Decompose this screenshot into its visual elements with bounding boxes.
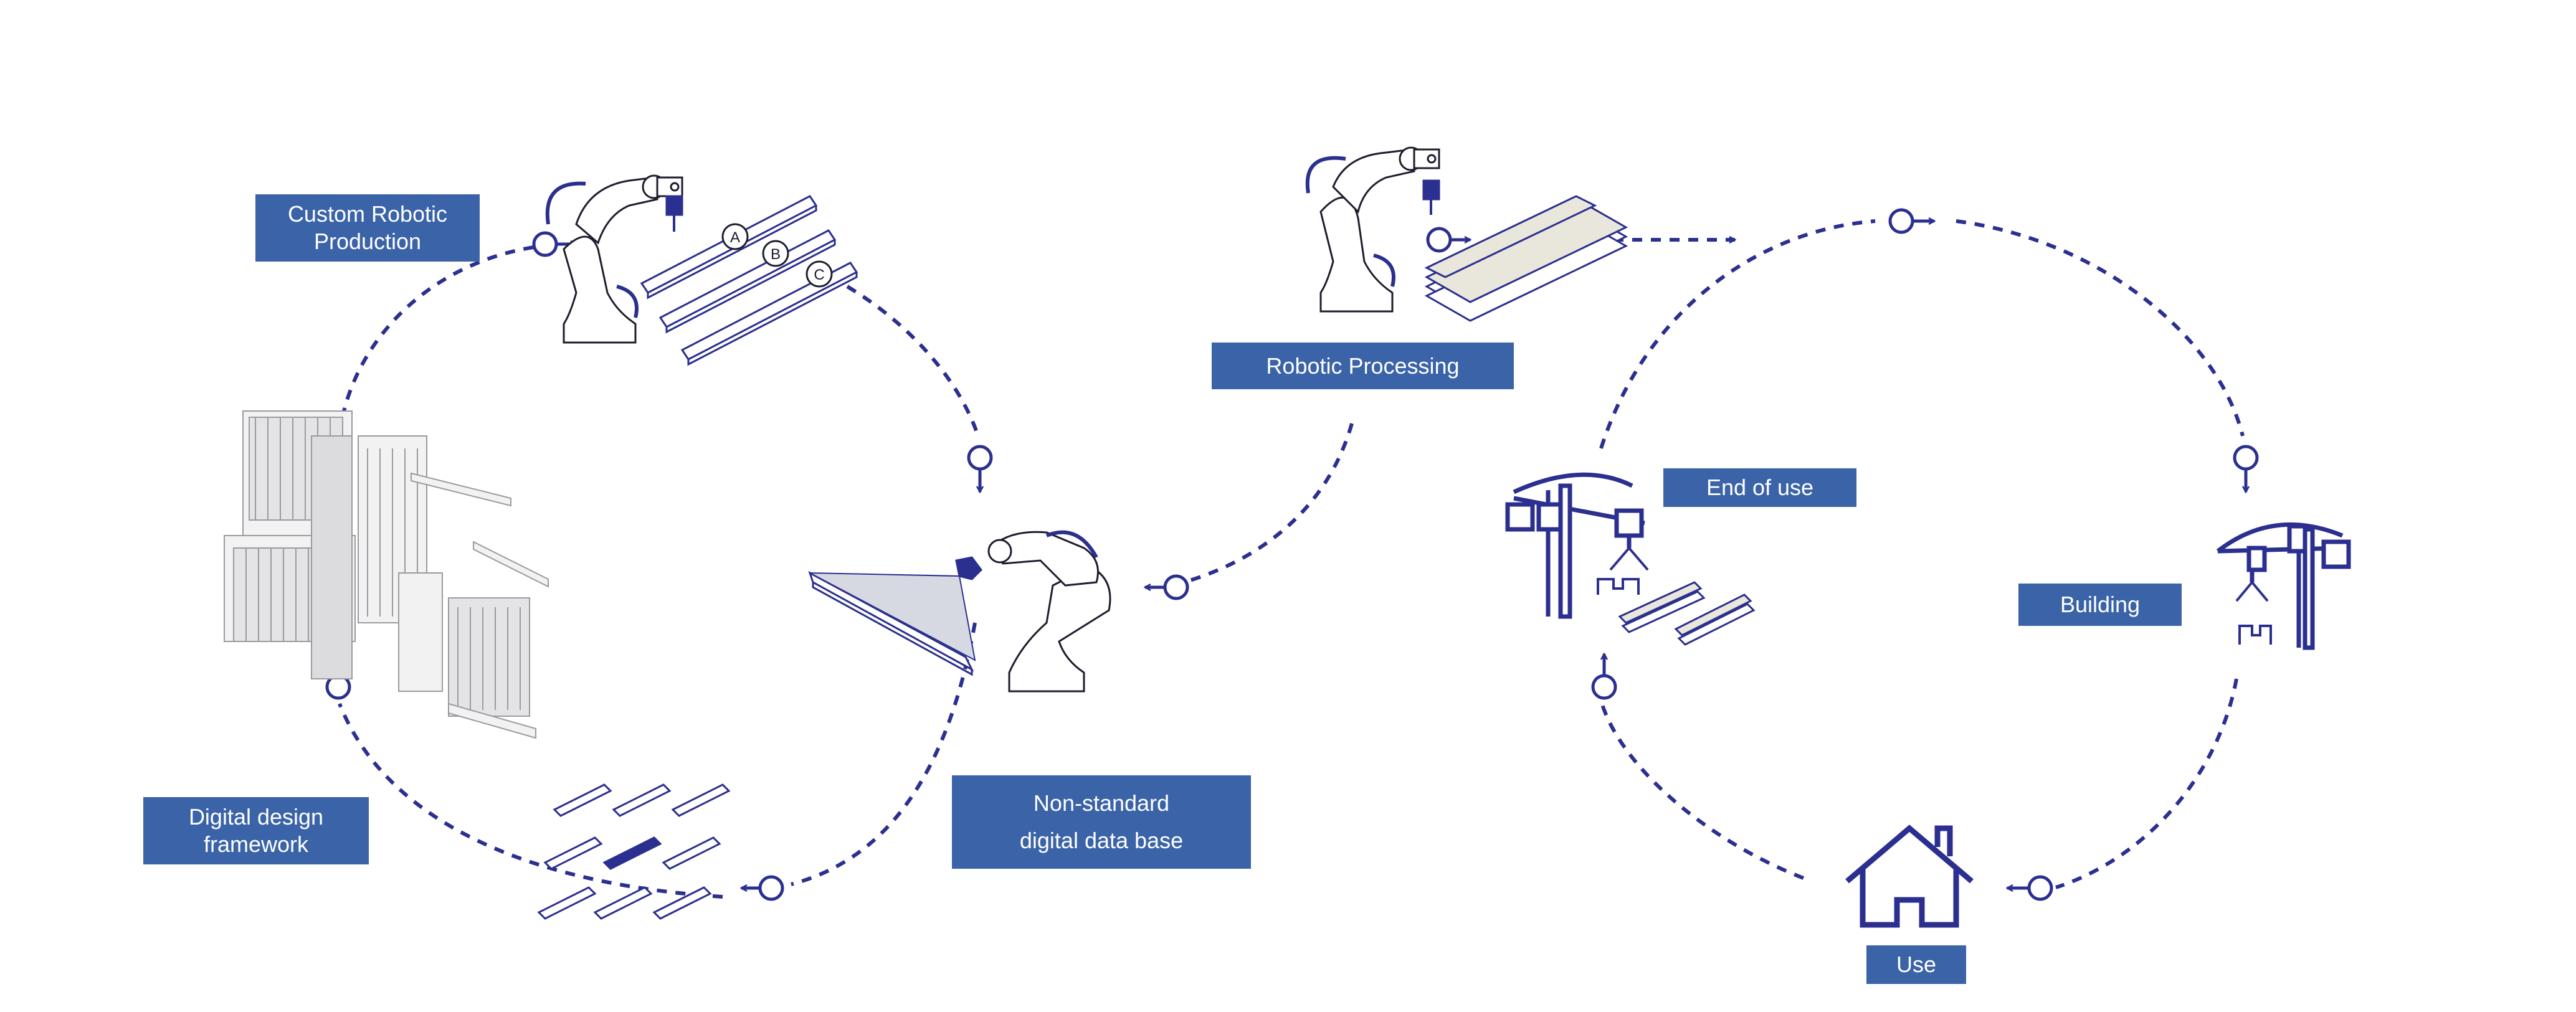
label-text: Use <box>1896 952 1937 977</box>
crane-icon <box>2216 522 2351 650</box>
panel-marker-c: C <box>814 267 824 283</box>
loop-seg-database-to-cutlist <box>791 622 977 886</box>
robot-arm-icon <box>955 530 1111 693</box>
facade-module-icon <box>224 410 549 739</box>
cutlist-panels <box>537 783 731 920</box>
house-icon <box>1845 825 1974 928</box>
flow-indicators <box>325 208 2259 901</box>
loop-seg-top-to-building <box>1956 219 2245 437</box>
label-line: Digital design <box>188 804 324 830</box>
wood-panel-icon <box>640 195 858 366</box>
scanner-beam-icon <box>808 570 976 676</box>
label-text: Building <box>2060 592 2141 617</box>
arrow-circle-icon <box>2007 875 2053 901</box>
panel-marker-a: A <box>730 229 740 246</box>
loop-seg-design-to-production <box>338 244 543 437</box>
crane-icon <box>1505 472 1649 619</box>
label-text: End of use <box>1706 475 1814 500</box>
label-line: Production <box>313 229 422 254</box>
label-use: Use <box>1866 945 1966 984</box>
arrow-circle-icon <box>1426 227 1470 253</box>
right-loop <box>1599 219 2245 889</box>
panel-marker-b: B <box>771 246 781 263</box>
loop-seg-use-to-endofuse <box>1599 700 1805 880</box>
arrow-circle-icon <box>1591 654 1617 700</box>
robot-arm-icon <box>545 174 683 344</box>
label-custom-robotic-production: Custom Robotic Production <box>255 194 480 262</box>
label-line: Custom Robotic <box>287 201 448 227</box>
left-loop <box>338 244 980 899</box>
label-line: framework <box>203 831 309 857</box>
label-end-of-use: End of use <box>1663 468 1856 507</box>
arrow-circle-icon <box>967 445 993 492</box>
processing-to-database-link <box>1183 423 1354 584</box>
label-digital-design-framework: Digital design framework <box>143 797 369 864</box>
arrow-circle-icon <box>2233 445 2259 492</box>
loop-seg-endofuse-to-top <box>1599 219 1876 449</box>
wood-panel-icon <box>1424 195 1628 322</box>
panel-markers: A B C <box>721 223 833 288</box>
label-text: Robotic Processing <box>1266 352 1460 379</box>
loop-seg-production-to-database <box>846 285 980 437</box>
label-line: digital data base <box>1019 828 1184 853</box>
robot-arm-icon <box>1305 146 1440 313</box>
wood-panel-icon <box>1618 581 1756 646</box>
label-robotic-processing: Robotic Processing <box>1212 343 1514 389</box>
label-line: Non-standard <box>1033 790 1170 816</box>
arrow-circle-icon <box>1145 574 1189 600</box>
arrow-circle-icon <box>741 875 784 901</box>
label-building: Building <box>2018 584 2182 626</box>
loop-seg-building-to-use <box>2055 678 2238 889</box>
label-non-standard-database: Non-standard digital data base <box>952 775 1251 869</box>
arrow-circle-icon <box>1888 208 1934 234</box>
